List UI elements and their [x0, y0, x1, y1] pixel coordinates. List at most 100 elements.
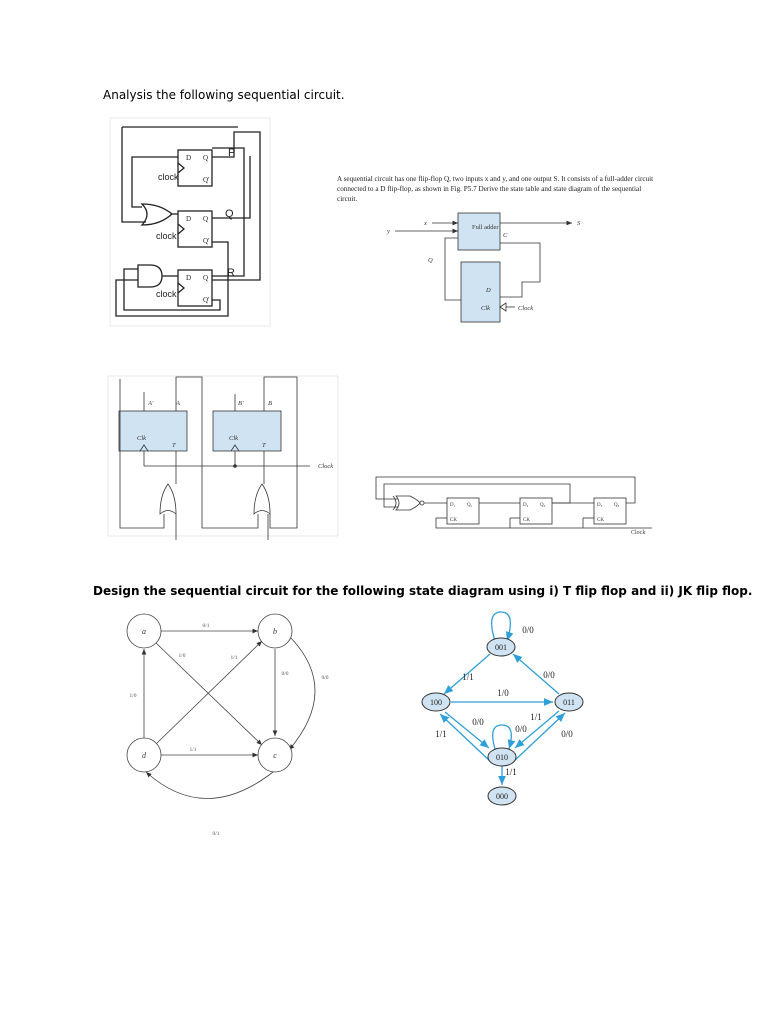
output-r-label: R [227, 267, 235, 279]
circuit-dff-pqr [109, 117, 271, 327]
edge-011-001 [512, 653, 560, 695]
xnor-gate-curve [392, 495, 397, 511]
shift-register-circuit: D₁ Q₁ CK D₂ Q₂ CK D₃ Q₃ CK Clock [375, 476, 652, 536]
state-001-node [486, 637, 516, 657]
junction-dot [233, 464, 237, 468]
ff2-clock-symbol [177, 223, 186, 235]
fa-input-q: Q [428, 257, 433, 264]
state-b-label: b [273, 627, 277, 636]
ring-ck2: CK [523, 518, 530, 523]
fa-input-y: y [386, 228, 390, 235]
d-flipflop-box [460, 261, 501, 323]
label-a-c: 1/0 [178, 653, 185, 659]
edge-c-d [145, 771, 274, 799]
wire [121, 127, 146, 223]
edge-001-100 [443, 653, 491, 695]
fa-box-label: Full adder [472, 224, 499, 231]
wire [444, 237, 461, 301]
label-b-c: 0/0 [281, 671, 288, 677]
ring-d3: D₃ [597, 503, 603, 508]
ring-clock-label: Clock [631, 530, 645, 536]
state-000-label: 000 [496, 792, 508, 801]
label-right: 0/0 [561, 729, 573, 739]
state-010-label: 010 [496, 753, 508, 762]
ring-ck3: CK [597, 518, 604, 523]
analysis-heading: Analysis the following sequential circui… [103, 88, 345, 102]
or-gate-a [159, 483, 177, 515]
ff2-box [177, 210, 213, 248]
wire [123, 268, 221, 311]
fa-carry: C [503, 232, 508, 239]
state-a-node [126, 613, 162, 649]
ff1-box [177, 149, 213, 187]
label-left: 1/1 [435, 729, 447, 739]
edge-011-010 [514, 710, 560, 749]
edge-a-c [155, 642, 263, 746]
label-self-010: 0/0 [515, 724, 527, 734]
t-label-a: T [172, 442, 176, 449]
ring-ck1: CK [450, 518, 457, 523]
wire [375, 476, 636, 504]
label-d-c: 1/1 [189, 747, 196, 753]
clock-label-2: clock [156, 231, 177, 241]
t-ff-b-box [212, 410, 282, 452]
t-ff-a-box [118, 410, 188, 452]
label-010-000: 1/1 [505, 767, 517, 777]
wire [115, 241, 229, 317]
clock-triangle [139, 444, 149, 452]
t-flipflop-circuit: A' A B' B Clk T Clk T Clock [107, 375, 339, 540]
ff3-clock-symbol [177, 282, 186, 294]
label-d-a: 1/0 [129, 693, 136, 699]
state-011-node [554, 692, 584, 712]
b-label: B [268, 400, 272, 407]
or-gate [140, 203, 173, 226]
ff3-d-label: D [186, 274, 191, 282]
or-gate-b [253, 483, 271, 515]
ff2-q-label: Q [203, 215, 208, 223]
ring-q1: Q₁ [467, 503, 473, 508]
wire [175, 376, 259, 529]
edge-c-b [288, 637, 316, 751]
ff1-d-label: D [186, 154, 191, 162]
ff1-qbar-label: Q' [203, 176, 209, 184]
ff3-box [177, 269, 213, 307]
self-loop-001 [490, 611, 514, 642]
state-100-node [421, 692, 451, 712]
ff1-clock-symbol [177, 162, 186, 174]
clock-label-1: clock [158, 172, 179, 182]
clock-line [435, 518, 652, 529]
ff3-qbar-label: Q' [203, 296, 209, 304]
label-100-010: 0/0 [472, 717, 484, 727]
label-c-b: 0/0 [321, 675, 328, 681]
fa-input-x: x [423, 220, 427, 227]
circuit1-labels: D Q Q' D Q Q' D Q Q' [186, 154, 209, 304]
xnor-bubble [419, 500, 425, 506]
output-p-label: P [228, 147, 235, 159]
label-d-b: 1/1 [230, 655, 237, 661]
ff2-d-label: D [186, 215, 191, 223]
circuit1-signal-labels: clock clock clock P Q R [156, 147, 235, 299]
state-d-label: d [142, 751, 147, 760]
full-adder-box [457, 212, 501, 251]
wire [212, 131, 261, 281]
output-q-label: Q [225, 208, 234, 220]
fulladder-paragraph: A sequential circuit has one flip-flop Q… [337, 175, 654, 203]
state-011-label: 011 [563, 698, 575, 707]
ring-d1: D₁ [450, 503, 456, 508]
edge-100-010 [444, 711, 490, 749]
state-diagram-binary: 001 100 011 010 000 0/0 1/1 0/0 1/0 0/0 … [421, 611, 584, 806]
label-to-100: 1/1 [462, 672, 474, 682]
state-a-label: a [142, 627, 146, 636]
state-b-node [257, 613, 293, 649]
clock-label-3: clock [156, 289, 177, 299]
dff-d-label: D [485, 287, 491, 294]
ring-q2: Q₂ [540, 503, 546, 508]
t-label-b: T [262, 442, 266, 449]
ring-d2: D₂ [523, 503, 529, 508]
fa-sum: S [577, 220, 581, 227]
ff2-qbar-label: Q' [203, 237, 209, 245]
state-000-node [487, 786, 517, 806]
clock-triangle [230, 444, 240, 452]
ff-d2-box [519, 497, 553, 525]
